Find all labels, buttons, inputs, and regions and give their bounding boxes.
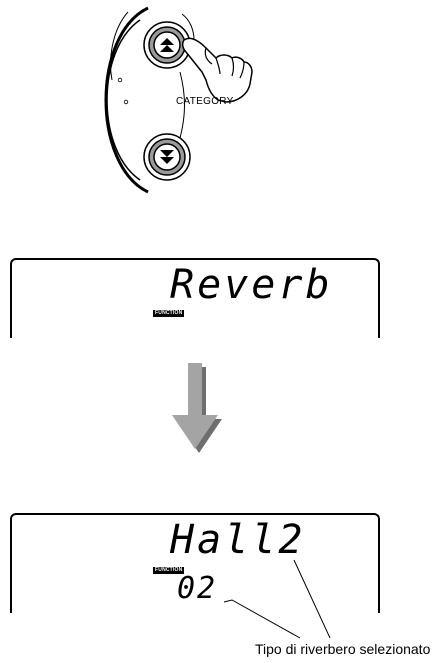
category-down-button[interactable] [142, 132, 192, 182]
category-control-panel [104, 6, 195, 194]
pointing-hand-icon [181, 37, 253, 103]
lcd-main-text: Hall2 [170, 517, 306, 563]
function-badge: FUNCTION [153, 567, 185, 574]
lcd-display-after: Hall2 FUNCTION 02 [10, 513, 380, 613]
double-chevron-down-icon [160, 150, 174, 164]
down-arrow-icon [172, 363, 222, 453]
category-label: CATEGORY [176, 96, 234, 107]
dial-dot [123, 99, 129, 105]
function-badge: FUNCTION [153, 310, 185, 317]
dial-dot [117, 77, 123, 83]
dial-inner-arc [106, 19, 141, 181]
category-up-button[interactable] [142, 20, 192, 70]
callout-caption: Tipo di riverbero selezionato [255, 641, 431, 657]
double-chevron-up-icon [160, 38, 174, 52]
dial-outer-arc [104, 6, 149, 194]
lcd-number: 02 [177, 571, 218, 606]
lcd-main-text: Reverb [170, 262, 333, 308]
lcd-display-before: Reverb FUNCTION [10, 258, 380, 338]
